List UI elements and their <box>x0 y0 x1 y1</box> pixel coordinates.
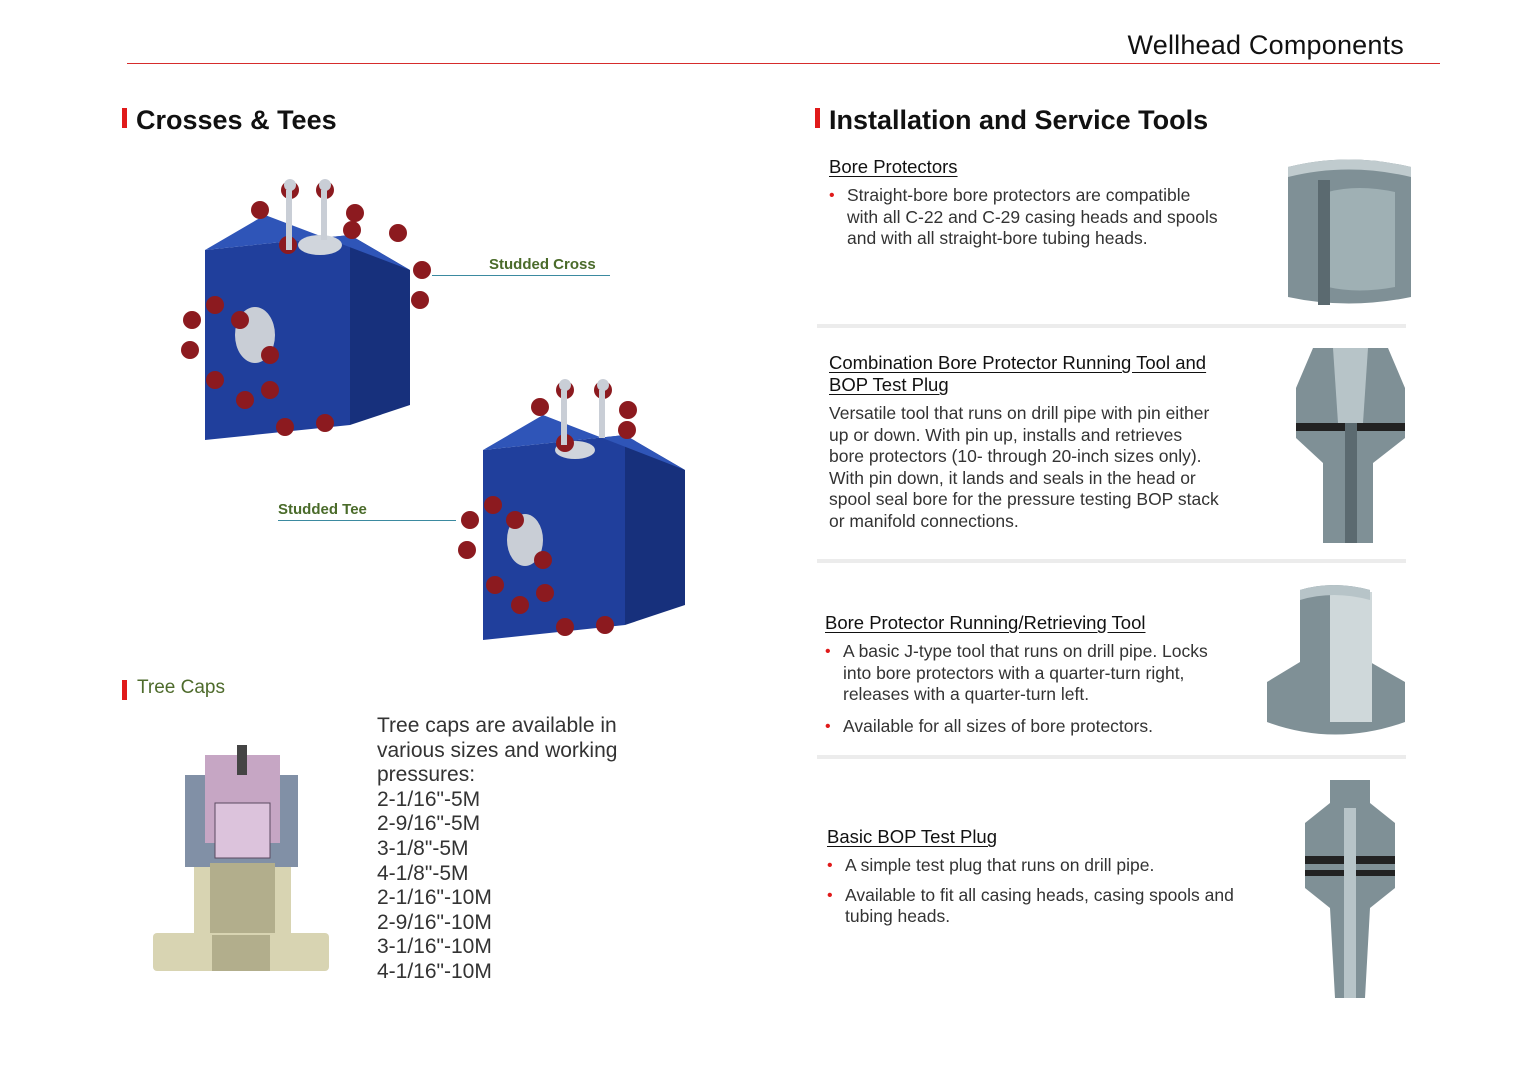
tree-cap-size: 4-1/16"-10M <box>377 959 492 983</box>
studded-tee-leader <box>278 520 456 521</box>
bullet-line: Available to fit all casing heads, casin… <box>845 884 1234 905</box>
title-line: BOP Test Plug <box>829 374 949 395</box>
tree-caps-description: Tree caps are available in various sizes… <box>377 714 617 985</box>
body-line: bore protectors (10- through 20-inch siz… <box>829 446 1202 466</box>
tree-cap-size: 2-1/16"-5M <box>377 787 481 811</box>
body-line: up or down. With pin up, installs and re… <box>829 424 1183 445</box>
title-line: Combination Bore Protector Running Tool … <box>829 352 1207 373</box>
tree-cap-size: 3-1/8"-5M <box>377 836 469 860</box>
header-rule <box>127 63 1440 64</box>
bullet-line: tubing heads. <box>845 906 951 926</box>
bullet-line: A simple test plug that runs on drill pi… <box>845 855 1155 875</box>
tree-caps-marker <box>122 680 127 700</box>
bullet-line: and with all straight-bore tubing heads. <box>847 228 1148 248</box>
tree-cap-size: 2-9/16"-5M <box>377 812 481 836</box>
running-retrieving-tool-image <box>1267 585 1405 735</box>
combination-tool-image <box>1296 348 1405 543</box>
bullet-item: A simple test plug that runs on drill pi… <box>827 855 1257 877</box>
combination-tool-description: Versatile tool that runs on drill pipe w… <box>829 403 1259 532</box>
bullet-line: releases with a quarter-turn left. <box>843 684 1090 704</box>
bullet-item: Available to fit all casing heads, casin… <box>827 885 1257 928</box>
section-divider <box>817 755 1406 759</box>
bop-test-plug-title: Basic BOP Test Plug <box>827 826 998 847</box>
crosses-tees-title: Crosses & Tees <box>136 105 337 135</box>
body-line: With pin down, it lands and seals in the… <box>829 467 1196 488</box>
bullet-item: Available for all sizes of bore protecto… <box>825 716 1255 738</box>
bullet-line: into bore protectors with a quarter-turn… <box>843 662 1185 683</box>
bore-protectors-title: Bore Protectors <box>829 156 958 177</box>
installation-tools-title: Installation and Service Tools <box>829 105 1209 135</box>
section-marker <box>122 108 127 128</box>
bullet-item: A basic J-type tool that runs on drill p… <box>825 641 1255 706</box>
running-retrieving-tool-description: A basic J-type tool that runs on drill p… <box>825 641 1255 737</box>
studded-cross-image <box>181 179 431 440</box>
bore-protectors-description: Straight-bore bore protectors are compat… <box>829 185 1259 250</box>
body-line: Versatile tool that runs on drill pipe w… <box>829 403 1210 423</box>
body-line: or manifold connections. <box>829 510 1019 531</box>
studded-cross-leader <box>432 275 610 276</box>
section-marker <box>815 108 820 128</box>
bullet-line: with all C-22 and C-29 casing heads and … <box>847 206 1218 227</box>
combination-tool-title: Combination Bore Protector Running Tool … <box>829 352 1206 396</box>
bullet-line: A basic J-type tool that runs on drill p… <box>843 641 1208 661</box>
bop-test-plug-description: A simple test plug that runs on drill pi… <box>827 855 1257 928</box>
section-divider <box>817 324 1406 328</box>
bullet-item: Straight-bore bore protectors are compat… <box>829 185 1259 250</box>
tree-cap-size: 2-9/16"-10M <box>377 910 492 934</box>
tree-caps-intro-line: pressures: <box>377 763 476 787</box>
page-title: Wellhead Components <box>1127 30 1404 60</box>
tree-caps-intro-line: various sizes and working <box>377 738 618 762</box>
tree-cap-size: 3-1/16"-10M <box>377 935 492 959</box>
section-divider <box>817 559 1406 563</box>
tree-cap-size: 4-1/8"-5M <box>377 861 469 885</box>
tree-caps-title: Tree Caps <box>137 677 225 698</box>
bop-test-plug-image <box>1305 780 1395 998</box>
bullet-line: Straight-bore bore protectors are compat… <box>847 185 1191 205</box>
studded-tee-image <box>458 379 685 640</box>
bullet-line: Available for all sizes of bore protecto… <box>843 715 1153 736</box>
bore-protector-image <box>1288 159 1411 305</box>
body-line: spool seal bore for the pressure testing… <box>829 489 1219 509</box>
tree-cap-size: 2-1/16"-10M <box>377 886 492 910</box>
running-retrieving-tool-title: Bore Protector Running/Retrieving Tool <box>825 612 1146 633</box>
studded-tee-callout: Studded Tee <box>278 501 367 518</box>
tree-cap-image <box>153 745 329 971</box>
studded-cross-callout: Studded Cross <box>489 256 596 273</box>
tree-caps-intro-line: Tree caps are available in <box>377 714 617 737</box>
